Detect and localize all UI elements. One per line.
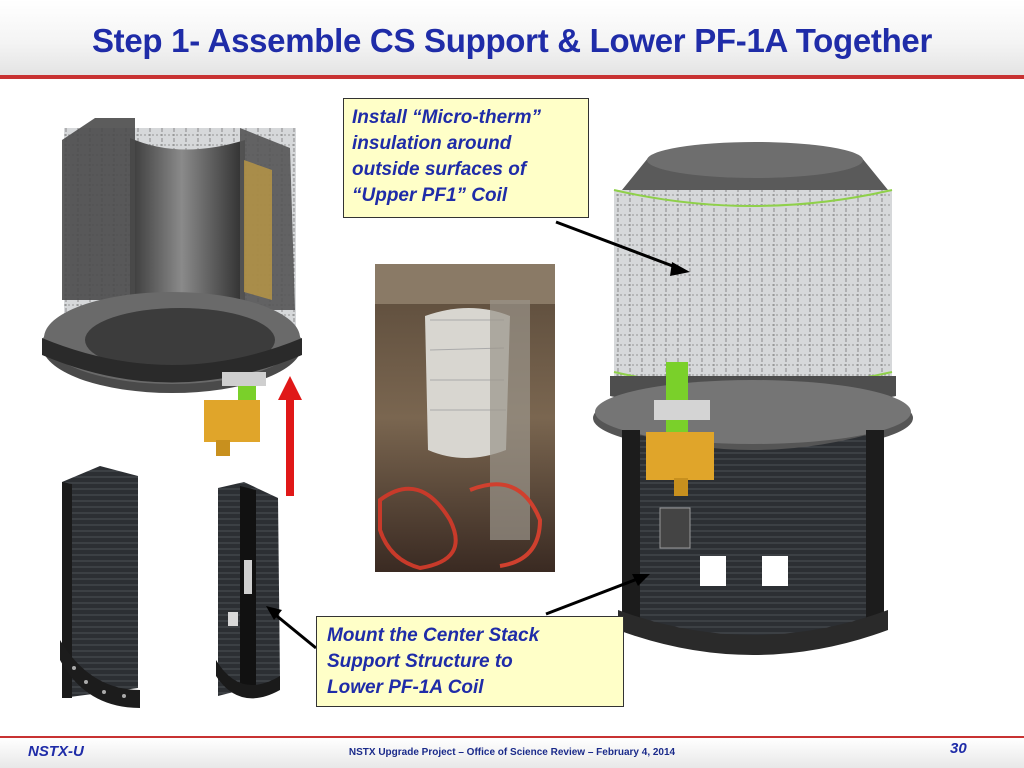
red-up-arrow [278, 376, 302, 496]
page-number: 30 [950, 740, 967, 757]
pointer-arrow-bottom-right [545, 574, 650, 616]
footer-divider [0, 736, 1024, 738]
pointer-arrow-top-right [555, 220, 690, 276]
cs-support-shell-left-half [60, 466, 140, 708]
callout-mount-line-3: Lower PF-1A Coil [327, 677, 484, 698]
pointer-arrow-bottom-left [266, 606, 317, 650]
footer-bar [0, 738, 1024, 768]
callout-mount-line-2: Support Structure to [327, 651, 513, 672]
callout-insulation-line-1: Install “Micro-therm” [352, 107, 541, 128]
callout-insulation-line-4: “Upper PF1” Coil [352, 185, 508, 206]
callout-mount-line-1: Mount the Center Stack [327, 625, 540, 646]
cs-support-shell-right-half [216, 482, 280, 699]
assembly-photo [375, 264, 555, 572]
footer-logo-text: NSTX-U [28, 743, 84, 760]
title-bar [0, 0, 1024, 78]
footer-caption: NSTX Upgrade Project – Office of Science… [348, 747, 676, 758]
callout-insulation-line-3: outside surfaces of [352, 159, 527, 180]
assembled-cs-support-and-pf1a [593, 142, 913, 655]
slide-title: Step 1- Assemble CS Support & Lower PF-1… [91, 22, 933, 59]
cs-support-coil-cutaway [42, 118, 302, 456]
callout-insulation-line-2: insulation around [352, 133, 512, 154]
callout-insulation: Install “Micro-therm” insulation around … [343, 98, 589, 218]
callout-mount: Mount the Center Stack Support Structure… [316, 616, 624, 707]
title-divider [0, 75, 1024, 79]
